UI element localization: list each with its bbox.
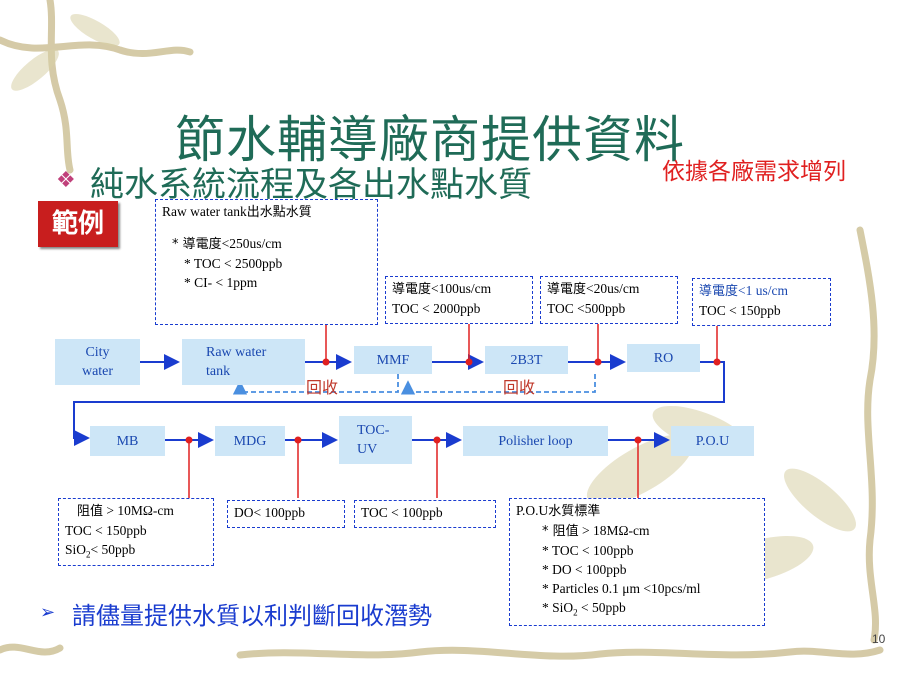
process-mb: MB <box>90 426 165 456</box>
process-mdg: MDG <box>215 426 285 456</box>
diamond-bullet-icon: ❖ <box>56 168 76 193</box>
arrow-bullet-icon: ➢ <box>40 602 56 623</box>
process-mmf: MMF <box>354 346 432 374</box>
spec-toc-uv: TOC < 100ppb <box>354 500 496 528</box>
page-number: 10 <box>872 632 886 646</box>
slide-title: 節水輔導廠商提供資料 <box>175 111 685 169</box>
recycle-label-2: 回收 <box>503 378 536 397</box>
process-city-water: City water <box>55 339 140 385</box>
spec-mdg: DO< 100ppb <box>227 500 345 528</box>
sample-point-tank <box>322 358 330 366</box>
spec-2b3t: 導電度<20us/cm TOC <500ppb <box>540 276 678 324</box>
process-raw-water-tank: Raw water tank <box>182 339 305 385</box>
example-badge: 範例 <box>38 201 118 247</box>
process-toc-uv: TOC- UV <box>339 416 412 464</box>
sample-point-tocuv <box>433 436 441 444</box>
sample-point-ro <box>713 358 721 366</box>
sample-point-polisher <box>634 436 642 444</box>
sample-point-mb <box>185 436 193 444</box>
footer-note: 請儘量提供水質以利判斷回收潛勢 <box>72 602 432 630</box>
process-ro: RO <box>627 344 700 372</box>
recycle-line-1 <box>232 374 399 395</box>
process-pou: P.O.U <box>671 426 754 456</box>
process-polisher-loop: Polisher loop <box>463 426 608 456</box>
spec-raw-water-tank: Raw water tank出水點水質 * 導電度<250us/cm * TOC… <box>155 199 378 325</box>
spec-pou-standard: P.O.U水質標準 * 阻值 > 18MΩ-cm * TOC < 100ppb … <box>509 498 765 626</box>
sample-point-mdg <box>294 436 302 444</box>
slide-subtitle: 純水系統流程及各出水點水質 <box>90 165 532 205</box>
spec-ro: 導電度<1 us/cm TOC < 150ppb <box>692 278 831 326</box>
sample-point-2b3t <box>594 358 602 366</box>
process-2b3t: 2B3T <box>485 346 568 374</box>
recycle-label-1: 回收 <box>306 378 339 397</box>
recycle-line-2 <box>400 374 596 395</box>
requirement-note: 依據各廠需求增列 <box>662 159 846 185</box>
sample-point-mmf <box>465 358 473 366</box>
spec-mmf: 導電度<100us/cm TOC < 2000ppb <box>385 276 533 324</box>
spec-mb: 阻值 > 10MΩ-cm TOC < 150ppb SiO2< 50ppb <box>58 498 214 566</box>
